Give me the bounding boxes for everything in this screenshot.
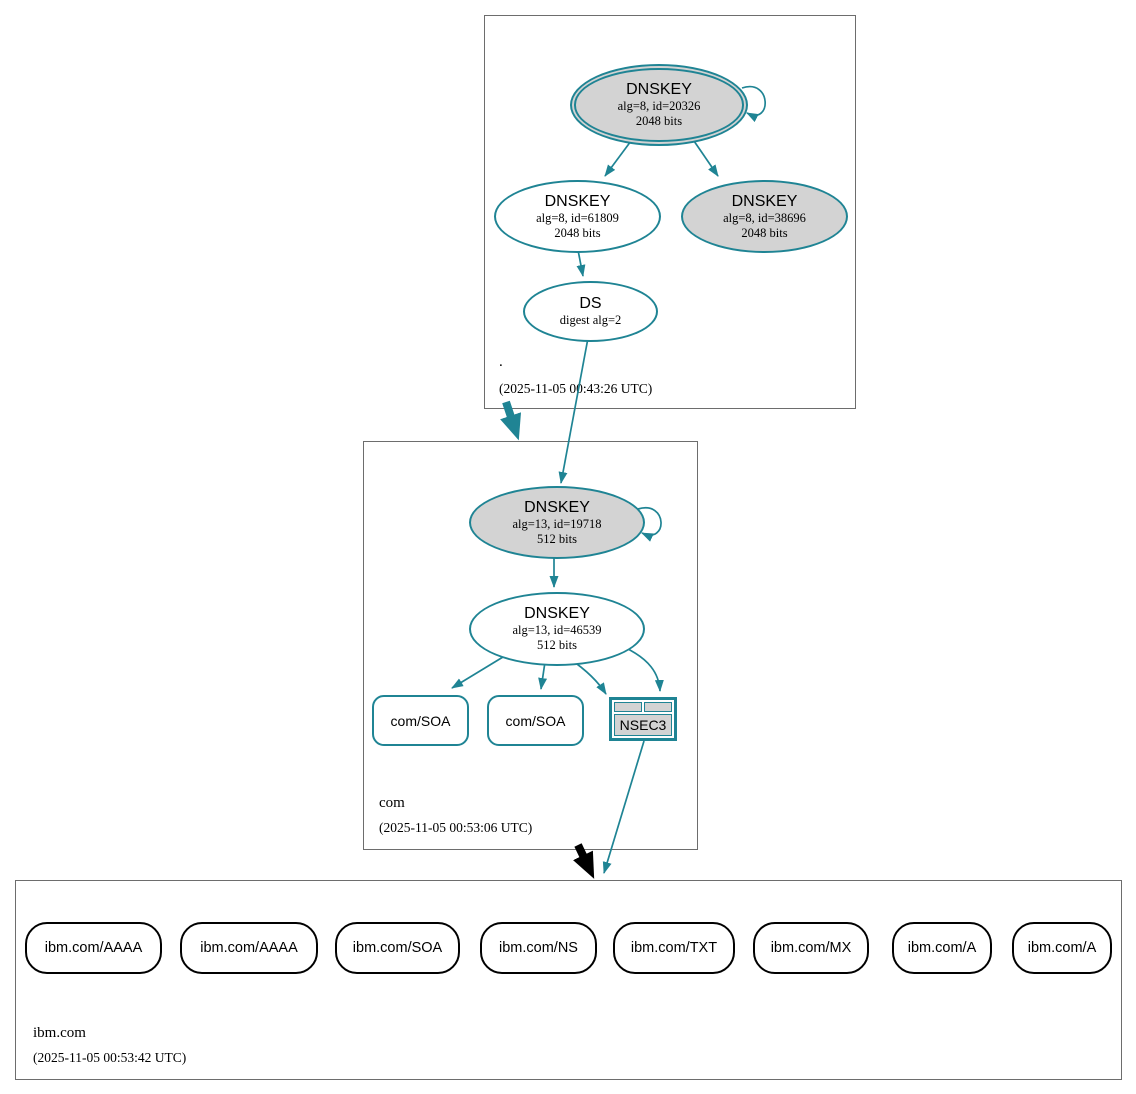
nsec3-header-cells bbox=[614, 702, 672, 712]
nsec3-cell-right bbox=[644, 702, 672, 712]
dnskey-alg-id: alg=13, id=46539 bbox=[512, 623, 602, 638]
rrset-node-ibm-aaaa-2: ibm.com/AAAA bbox=[180, 922, 318, 974]
dnskey-bits: 2048 bits bbox=[554, 225, 601, 240]
zone-timestamp-com: (2025-11-05 00:53:06 UTC) bbox=[379, 820, 533, 835]
dnskey-alg-id: alg=8, id=20326 bbox=[617, 99, 701, 114]
dnskey-alg-id: alg=13, id=19718 bbox=[512, 516, 602, 531]
nsec3-cell-left bbox=[614, 702, 642, 712]
zone-timestamp-root: (2025-11-05 00:43:26 UTC) bbox=[499, 381, 653, 396]
dnskey-title: DNSKEY bbox=[524, 498, 590, 516]
ds-title: DS bbox=[579, 294, 602, 312]
zone-name-ibm-com: ibm.com bbox=[33, 1025, 86, 1041]
rrset-node-ibm-a-2: ibm.com/A bbox=[1012, 922, 1112, 974]
dnskey-node-46539: DNSKEY alg=13, id=46539 512 bits bbox=[469, 592, 645, 666]
dnskey-node-19718: DNSKEY alg=13, id=19718 512 bits bbox=[469, 486, 645, 559]
zone-name-root: . bbox=[499, 354, 503, 370]
ds-digest-alg: digest alg=2 bbox=[559, 313, 622, 328]
dnskey-alg-id: alg=8, id=61809 bbox=[536, 210, 619, 225]
rrset-node-ibm-ns: ibm.com/NS bbox=[480, 922, 597, 974]
dnskey-bits: 512 bits bbox=[537, 531, 577, 546]
dnskey-alg-id: alg=8, id=38696 bbox=[723, 210, 806, 225]
rrset-node-com-soa-2: com/SOA bbox=[487, 695, 584, 746]
zone-box-ibm-com bbox=[15, 880, 1122, 1080]
dnskey-title: DNSKEY bbox=[731, 192, 798, 210]
nsec3-node: NSEC3 bbox=[609, 697, 677, 741]
zone-timestamp-ibm-com: (2025-11-05 00:53:42 UTC) bbox=[33, 1050, 187, 1065]
nsec3-label: NSEC3 bbox=[614, 714, 672, 736]
zone-name-com: com bbox=[379, 795, 405, 811]
rrset-node-ibm-soa: ibm.com/SOA bbox=[335, 922, 460, 974]
dnskey-node-20326: DNSKEY alg=8, id=20326 2048 bits bbox=[570, 64, 748, 146]
dnskey-bits: 2048 bits bbox=[741, 225, 788, 240]
rrset-node-ibm-a-1: ibm.com/A bbox=[892, 922, 992, 974]
dnskey-node-61809: DNSKEY alg=8, id=61809 2048 bits bbox=[494, 180, 661, 253]
dnskey-bits: 512 bits bbox=[537, 638, 577, 653]
dnskey-title: DNSKEY bbox=[524, 605, 590, 623]
rrset-node-com-soa-1: com/SOA bbox=[372, 695, 469, 746]
rrset-node-ibm-txt: ibm.com/TXT bbox=[613, 922, 735, 974]
dnskey-title: DNSKEY bbox=[544, 192, 611, 210]
rrset-node-ibm-aaaa-1: ibm.com/AAAA bbox=[25, 922, 162, 974]
dnskey-node-38696: DNSKEY alg=8, id=38696 2048 bits bbox=[681, 180, 848, 253]
rrset-node-ibm-mx: ibm.com/MX bbox=[753, 922, 869, 974]
dnskey-bits: 2048 bits bbox=[635, 114, 683, 129]
dnskey-title: DNSKEY bbox=[626, 81, 692, 99]
ds-node: DS digest alg=2 bbox=[523, 281, 658, 342]
